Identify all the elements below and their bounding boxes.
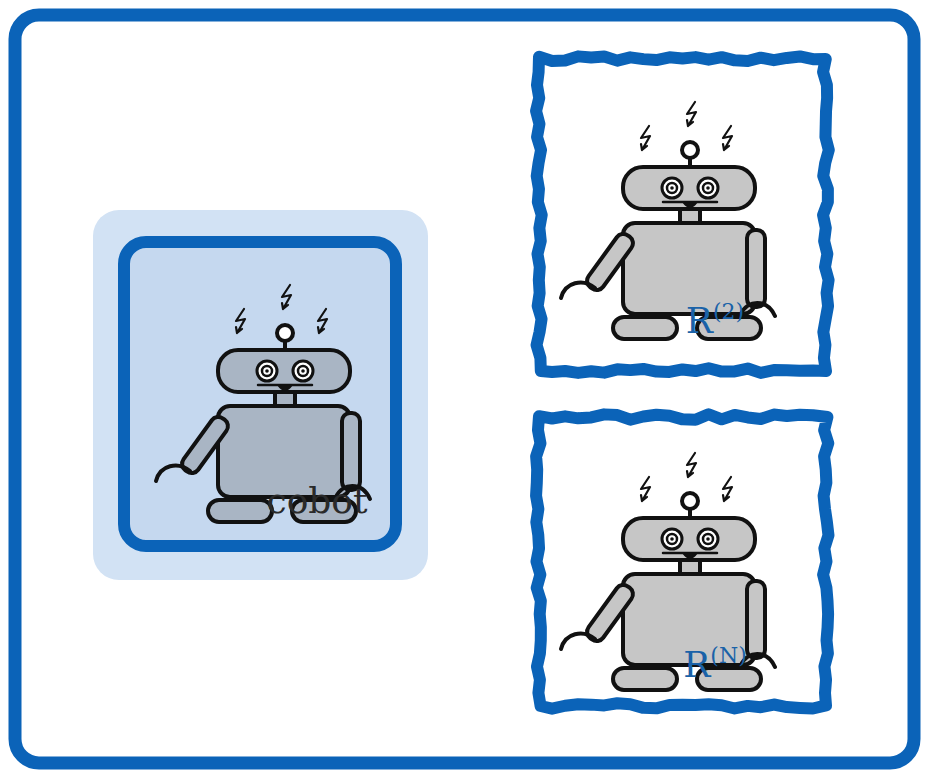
robot-name: cobot [266, 480, 367, 521]
robot-figure [561, 102, 775, 339]
robot-figure [156, 285, 370, 522]
robot-label: cobot [266, 480, 367, 521]
robot-illustration [530, 408, 835, 715]
robot-label: R(N) [683, 643, 747, 685]
robot-index: (N) [710, 643, 746, 668]
robot-figure [561, 453, 775, 690]
highlighted-robot-box: cobot [118, 236, 402, 552]
robot-name: R [683, 644, 710, 685]
robot-box: R(N) [530, 408, 835, 715]
highlight-shade [93, 210, 428, 580]
outer-frame [15, 15, 914, 763]
robot-illustration [530, 50, 835, 380]
rough-frame [536, 56, 829, 373]
robot-box: R(2) [530, 50, 835, 380]
rough-frame [536, 414, 828, 708]
robot-index: (2) [713, 299, 744, 324]
robot-name: R [686, 300, 713, 341]
robot-label: R(2) [686, 299, 744, 341]
